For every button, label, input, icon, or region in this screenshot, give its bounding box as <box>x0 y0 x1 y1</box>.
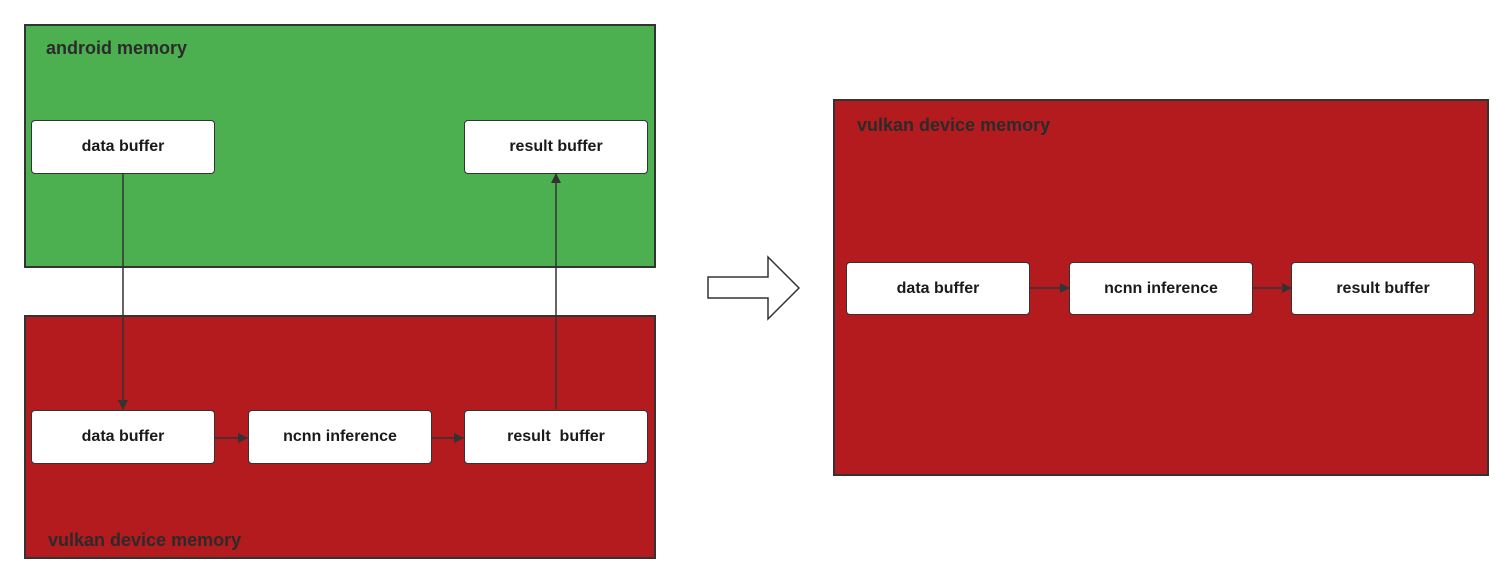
ncnn-inference-right: ncnn inference <box>1069 262 1253 315</box>
ncnn-inference-left: ncnn inference <box>248 410 432 464</box>
vulkan-data-buffer-left: data buffer <box>31 410 215 464</box>
vulkan-result-buffer-right: result buffer <box>1291 262 1475 315</box>
vulkan-data-buffer-right: data buffer <box>846 262 1030 315</box>
android-memory-label: android memory <box>46 38 188 58</box>
vulkan-result-buffer-left: result buffer <box>464 410 648 464</box>
vulkan-memory-label-left: vulkan device memory <box>48 530 242 550</box>
android-data-buffer: data buffer <box>31 120 215 174</box>
transition-arrow-icon <box>707 255 801 321</box>
vulkan-memory-label-right: vulkan device memory <box>857 115 1051 135</box>
android-result-buffer: result buffer <box>464 120 648 174</box>
